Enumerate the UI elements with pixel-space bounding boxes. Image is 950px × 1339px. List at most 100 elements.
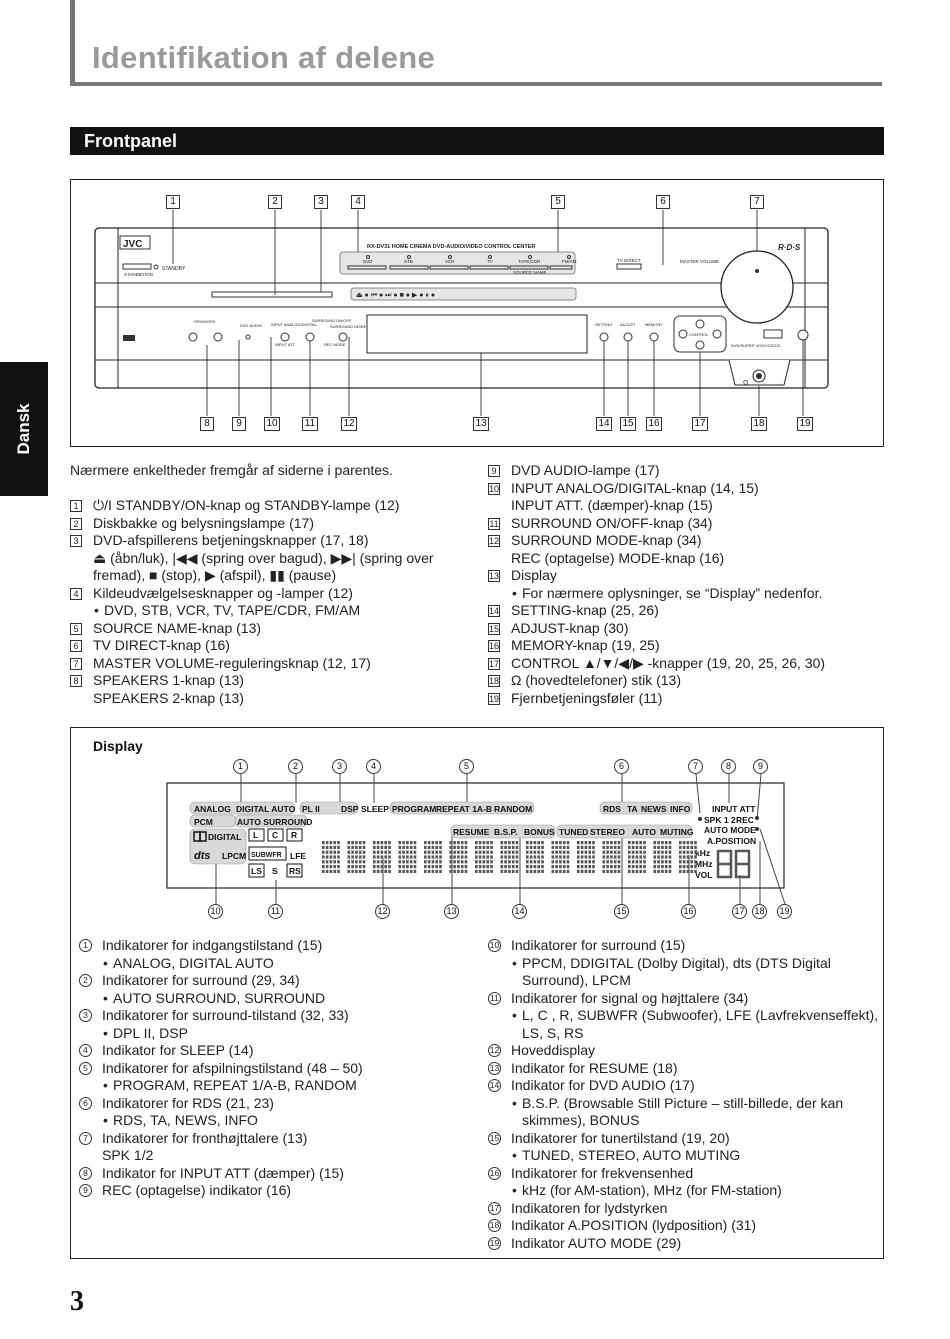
display-dot [347, 869, 351, 873]
display-dot [362, 845, 366, 849]
item-text: ⏏ (åbn/luk), |◀◀ (spring over bagud), ▶▶… [93, 549, 434, 566]
display-dot [373, 855, 376, 859]
display-dot [388, 869, 391, 873]
display-dot [424, 860, 427, 864]
display-dot [631, 855, 635, 859]
display-dot [406, 865, 409, 869]
svg-text:RS: RS [289, 866, 301, 876]
display-dot [337, 850, 340, 854]
display-dot [398, 845, 402, 849]
display-dot [606, 850, 609, 854]
display-dot [555, 865, 558, 869]
display-dot [559, 845, 562, 849]
callout-19: 19 [797, 417, 813, 431]
display-dot [635, 841, 639, 845]
section-title: Frontpanel [84, 131, 177, 151]
item-number: 8 [70, 675, 82, 687]
svg-text:INFO: INFO [670, 804, 691, 814]
display-dot [610, 865, 613, 869]
display-dot [613, 841, 617, 845]
display-dot [631, 869, 635, 873]
display-dot [653, 850, 657, 854]
display-dot [657, 860, 660, 864]
display-dot [373, 850, 376, 854]
display-dot [606, 860, 609, 864]
display-dot [602, 841, 606, 845]
display-dot [460, 855, 464, 859]
display-dot [337, 869, 340, 873]
svg-text:PL II: PL II [302, 804, 320, 814]
display-dot [333, 845, 336, 849]
display-dot [355, 869, 358, 873]
display-dot [351, 860, 354, 864]
svg-text:DVD: DVD [363, 259, 373, 264]
display-dot [580, 860, 584, 864]
item-number: 13 [488, 570, 500, 582]
item-text: CONTROL ▲/▼/◀/▶ -knapper (19, 20, 25, 26… [511, 654, 826, 671]
svg-text:BONUS: BONUS [524, 827, 555, 837]
display-dot [322, 869, 325, 873]
display-dot [515, 845, 519, 849]
display-callout-16: 16 [681, 904, 696, 919]
svg-text:AUTO SURROUND: AUTO SURROUND [237, 817, 312, 827]
item-text: Indikatorer for RDS (21, 23) [102, 1094, 274, 1111]
display-dot [457, 865, 460, 869]
svg-text:TV DIRECT: TV DIRECT [617, 258, 641, 263]
display-dot [635, 865, 639, 869]
display-dot [628, 850, 631, 854]
display-dot [424, 845, 427, 849]
item-text: ⏻/I STANDBY/ON-knap og STANDBY-lampe (12… [93, 497, 400, 513]
display-dot [679, 860, 682, 864]
display-dot [526, 865, 529, 869]
display-dot [475, 841, 478, 845]
display-dot [580, 845, 584, 849]
display-dot [508, 865, 511, 869]
display-dot [413, 845, 417, 849]
display-dot [358, 850, 362, 854]
display-dot [388, 841, 391, 845]
display-dot [602, 845, 606, 849]
display-dot [529, 841, 533, 845]
display-dot [562, 855, 566, 859]
display-dot [508, 850, 511, 854]
display-dot [610, 869, 613, 873]
display-dot [690, 850, 693, 854]
svg-text:INPUT ATT: INPUT ATT [275, 342, 296, 347]
display-dot [613, 865, 617, 869]
display-dot [508, 855, 511, 859]
display-dot [376, 850, 380, 854]
display-callout-3: 3 [332, 759, 347, 774]
display-dot [409, 855, 413, 859]
display-dot [358, 869, 362, 873]
display-dot [358, 841, 362, 845]
display-dot [457, 869, 460, 873]
display-dot [529, 855, 533, 859]
display-dot [464, 850, 468, 854]
display-dot [613, 869, 617, 873]
display-dot [679, 841, 682, 845]
display-callout-10: 10 [208, 904, 223, 919]
item-text: Indikatorer for fronthøjttalere (13) [102, 1129, 308, 1146]
display-callout-4: 4 [366, 759, 381, 774]
display-dot [402, 860, 405, 864]
item-text: TV DIRECT-knap (16) [93, 637, 230, 653]
svg-text:FM/AM: FM/AM [562, 259, 577, 264]
svg-text:C: C [272, 830, 278, 840]
display-dot [406, 860, 409, 864]
display-dot [406, 845, 409, 849]
display-dot [592, 850, 595, 854]
display-dot [431, 841, 435, 845]
front-panel-figure [70, 179, 884, 447]
item-bullet: TUNED, STEREO, AUTO MUTING [499, 1147, 880, 1165]
svg-text:CONTROL: CONTROL [689, 332, 709, 337]
display-dot [588, 855, 591, 859]
display-dot [398, 855, 402, 859]
svg-text:SURROUND ON/OFF: SURROUND ON/OFF [312, 318, 352, 323]
display-dot [449, 845, 453, 849]
display-dot [362, 841, 366, 845]
display-dot [617, 860, 621, 864]
